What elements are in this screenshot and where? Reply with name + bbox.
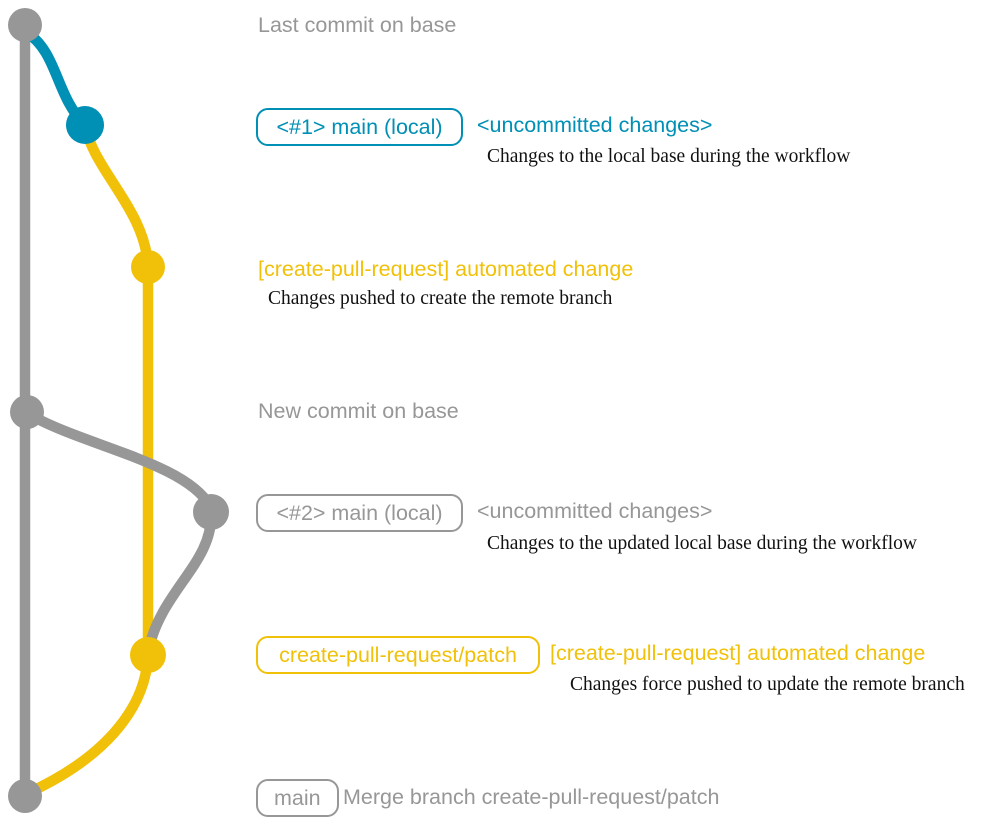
commit-caption-force-push: Changes force pushed to update the remot… xyxy=(570,674,965,695)
commit-dot-new-base xyxy=(10,395,44,429)
branch-badge-main: main xyxy=(256,779,339,817)
commit-message-automated-change-1: [create-pull-request] automated change xyxy=(258,257,634,281)
commit-message-automated-change-2: [create-pull-request] automated change xyxy=(550,641,926,665)
commit-caption-local-base: Changes to the local base during the wor… xyxy=(487,146,851,167)
commit-label-new-base: New commit on base xyxy=(258,399,459,423)
patch-merge-curve xyxy=(22,650,154,799)
branch-badge-main-local-1: <#1> main (local) xyxy=(256,108,463,146)
commit-dot-patch-1 xyxy=(131,250,165,284)
commit-message-merge: Merge branch create-pull-request/patch xyxy=(343,785,720,809)
commit-dot-patch-2 xyxy=(130,637,166,673)
force-push-curve xyxy=(143,506,217,654)
commit-label-last-base: Last commit on base xyxy=(258,13,457,37)
commit-message-uncommitted-1: <uncommitted changes> xyxy=(477,113,713,137)
patch-branch-out-curve xyxy=(79,119,154,273)
branch-badge-main-local-2: <#2> main (local) xyxy=(256,494,463,532)
commit-dot-last-base xyxy=(8,8,42,42)
commit-dot-local-2 xyxy=(193,494,229,530)
commit-dot-merge xyxy=(8,779,42,813)
updated-local-branch-curve xyxy=(21,407,216,512)
commit-caption-push-create: Changes pushed to create the remote bran… xyxy=(268,288,613,309)
commit-caption-updated-base: Changes to the updated local base during… xyxy=(487,533,917,554)
commit-dot-local-1 xyxy=(66,106,104,144)
commit-message-uncommitted-2: <uncommitted changes> xyxy=(477,499,713,523)
branch-badge-patch: create-pull-request/patch xyxy=(256,636,540,674)
